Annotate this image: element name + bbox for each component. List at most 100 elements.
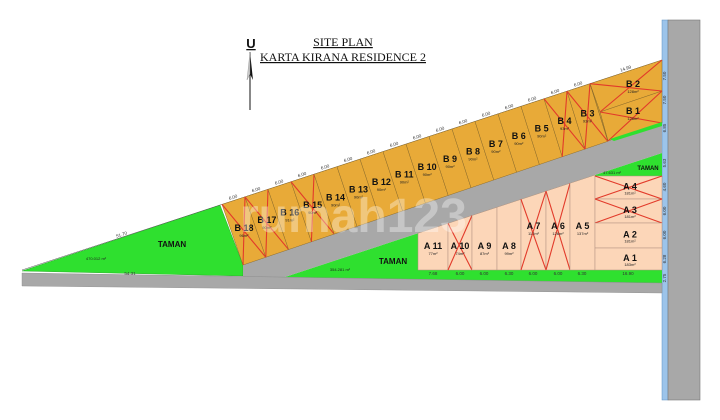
lot-label: B 4 xyxy=(558,116,572,126)
lot-area: 93m² xyxy=(560,126,570,131)
dimension-label: 6.00 xyxy=(297,171,307,179)
cross-line xyxy=(545,183,571,271)
lot-label: B 9 xyxy=(443,154,457,164)
dimension-label: 6.30 xyxy=(505,271,514,276)
dimension-label: 6.00 xyxy=(366,148,376,156)
lot-area: 90m² xyxy=(262,225,272,230)
dimension-label: 6.00 xyxy=(456,271,465,276)
lot-area: 137m² xyxy=(577,231,589,236)
title-project-name: KARTA KIRANA RESIDENCE 2 xyxy=(260,50,426,64)
watermark: rumah123 xyxy=(240,190,467,243)
dimension-label: 6.00 xyxy=(320,163,330,171)
lot-area: 90m² xyxy=(445,164,455,169)
dimension-label: 6.00 xyxy=(481,110,491,118)
dimension-label: 6.00 xyxy=(412,133,422,141)
taman-area: 47.631 m² xyxy=(603,170,622,175)
dimension-label: 6.00 xyxy=(662,206,667,215)
taman-area: 470.012 m² xyxy=(86,256,107,261)
lot-area: 181m² xyxy=(624,191,636,196)
taman-area: 354.281 m² xyxy=(330,267,351,272)
taman-label: TAMAN xyxy=(379,257,408,266)
cross-line xyxy=(242,196,246,266)
cross-line xyxy=(599,59,663,113)
cross-line xyxy=(520,190,547,271)
lot-area: 90m² xyxy=(377,187,387,192)
title-site-plan: SITE PLAN xyxy=(313,35,373,49)
cross-line xyxy=(561,91,568,157)
road-south xyxy=(21,272,663,294)
dimension-label: 6.00 xyxy=(389,141,399,149)
cross-line xyxy=(589,83,663,92)
dimension-label: 5.63 xyxy=(662,158,667,167)
dimension-label: 6.00 xyxy=(458,118,468,126)
dimension-label: 6.00 xyxy=(251,186,261,194)
taman-strip xyxy=(610,122,662,141)
dimension-label: 6.00 xyxy=(662,230,667,239)
dimension-label: 6.85 xyxy=(662,123,667,132)
lot-label: A 2 xyxy=(623,230,637,240)
dimension-label: 14.99 xyxy=(619,64,632,72)
lot-label: B 15 xyxy=(303,200,322,210)
lot-area: 90m² xyxy=(537,134,547,139)
lot-a9 xyxy=(471,206,498,271)
lot-corner-side xyxy=(589,83,609,142)
cross-line xyxy=(584,83,591,150)
lot-label: A 4 xyxy=(623,182,637,192)
dimension-label: 7.50 xyxy=(662,95,667,104)
lot-area: 74m² xyxy=(455,251,465,256)
lot-area: 91m² xyxy=(285,218,295,223)
dimension-label: 16.90 xyxy=(622,271,634,276)
lot-label: A 1 xyxy=(623,253,637,263)
lot-area: 128m² xyxy=(627,116,639,121)
lot-label: B 12 xyxy=(372,177,391,187)
dimension-label: 6.00 xyxy=(480,271,489,276)
dimension-label: 6.00 xyxy=(529,271,538,276)
lot-label: A 6 xyxy=(551,221,565,231)
lot-label: B 14 xyxy=(326,192,345,202)
lot-area: 99m² xyxy=(504,251,514,256)
lot-label: B 6 xyxy=(512,131,526,141)
dimension-label: 6.00 xyxy=(550,88,560,96)
lot-label: A 9 xyxy=(478,241,492,251)
road-east xyxy=(667,19,701,401)
lot-area: 181m² xyxy=(624,214,636,219)
lot-label: A 10 xyxy=(451,241,470,251)
lot-label: A 11 xyxy=(424,241,442,251)
lot-label: A 7 xyxy=(527,221,541,231)
dimension-label: 6.00 xyxy=(573,80,583,88)
lot-a1 xyxy=(594,247,663,271)
lot-label: B 7 xyxy=(489,139,503,149)
lot-label: A 5 xyxy=(576,221,590,231)
cross-line xyxy=(599,111,663,124)
dimension-label: 6.00 xyxy=(228,193,238,201)
lot-area: 87m² xyxy=(480,251,490,256)
lot-label: B 10 xyxy=(418,162,437,172)
lot-label: B 17 xyxy=(257,215,276,225)
dimension-label: 7.50 xyxy=(662,71,667,80)
dimension-label: 6.00 xyxy=(435,125,445,133)
north-label: U xyxy=(246,36,255,51)
lot-area: 126m² xyxy=(552,231,564,236)
lot-label: B 18 xyxy=(234,223,253,233)
lot-area: 90m² xyxy=(491,149,501,154)
lot-area: 93m² xyxy=(583,118,593,123)
lot-label: B 5 xyxy=(535,124,549,134)
dimension-label: 6.00 xyxy=(274,178,284,186)
dimension-label: 2.75 xyxy=(662,273,667,282)
cross-line xyxy=(594,198,663,224)
taman-west xyxy=(21,204,244,277)
lot-label: B 8 xyxy=(466,147,480,157)
cross-line xyxy=(310,174,315,242)
lot-area: 183m² xyxy=(624,262,636,267)
dimension-label: 6.28 xyxy=(662,254,667,263)
lot-area: 77m² xyxy=(428,251,438,256)
lot-label: B 16 xyxy=(280,208,299,218)
cross-line xyxy=(607,90,663,142)
lot-area: 90m² xyxy=(423,172,433,177)
dimension-label: 6.00 xyxy=(504,103,514,111)
north-arrow-icon: U xyxy=(246,36,256,110)
dimension-label: 54.31 xyxy=(124,271,136,276)
lot-a8 xyxy=(496,199,522,271)
lot-area: 96m² xyxy=(239,233,249,238)
lot-label: B 1 xyxy=(626,106,640,116)
